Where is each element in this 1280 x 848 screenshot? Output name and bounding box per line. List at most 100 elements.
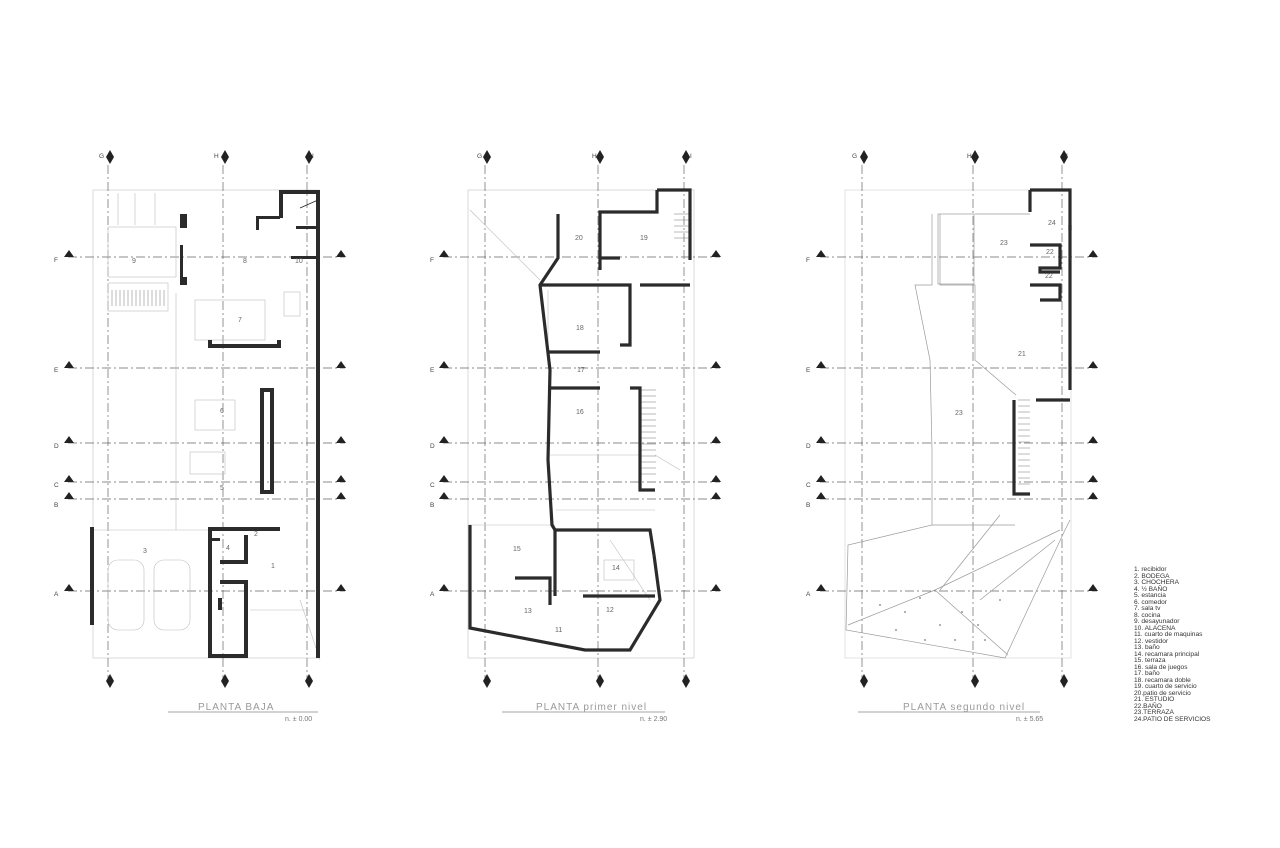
interior-lines [845,213,1071,659]
axis-label-b-3: B [806,502,810,509]
room-number-1: 1 [271,563,275,570]
axis-label-h-1: H [214,153,219,160]
legend-item: 8. cocina [1134,611,1161,619]
room-number-4: 4 [226,545,230,552]
axis-label-d-1: D [54,443,59,450]
plan-planta-baja: 9 8 10 7 6 5 3 4 2 1 PLANTA BAJA n. ± 0.… [64,150,346,723]
legend-item: 10. ALACENA [1134,624,1176,632]
axis-label-h-2: H [592,153,597,160]
legend-item: 3. CHOCHERA [1134,579,1180,586]
axis-label-a-1: A [54,591,59,598]
room-number-11: 11 [555,627,562,634]
legend-item: 12. vestidor [1134,637,1169,645]
legend-item: 5. estancia [1134,592,1166,599]
room-number-24: 24 [1048,220,1056,227]
axis-markers [816,150,1098,688]
legend-item: 23.TERRAZA [1134,709,1174,716]
axis-markers [64,150,346,688]
legend-item: 15. terraza [1134,657,1166,664]
axis-label-a-3: A [806,591,811,598]
room-number-23-main: 23 [955,410,963,417]
axis-label-a-2: A [430,591,435,598]
stair-hatch [1018,399,1030,485]
site-outline [844,189,1072,659]
axes [443,165,720,680]
axis-label-f-1: F [54,257,58,264]
axis-label-g-1: G [99,153,104,160]
room-number-14: 14 [612,565,620,572]
room-number-15: 15 [513,546,521,553]
axis-label-h-3: H [967,153,972,160]
room-number-18: 18 [576,325,584,332]
terrace-dots [879,597,1001,641]
axis-label-c-3: C [806,482,811,489]
legend-item: 16. sala de juegos [1134,663,1188,671]
axis-label-i-2: I [690,153,692,160]
axis-label-e-2: E [430,367,435,374]
interior-lines [468,209,681,601]
legend-item: 4. ½ BAÑO [1134,585,1168,593]
legend-item: 24.PATIO DE SERVICIOS [1134,715,1211,723]
legend-item: 1. recibidor [1134,566,1167,573]
legend-item: 13. baño [1134,644,1160,651]
legend-item: 14. recamara principal [1134,650,1200,658]
plan-title: PLANTA BAJA [198,702,274,713]
room-number-12: 12 [606,607,614,614]
axis-label-c-1: C [54,482,59,489]
axis-label-d-2: D [430,443,435,450]
axis-label-e-1: E [54,367,59,374]
axis-label-f-3: F [806,257,810,264]
room-number-7: 7 [238,317,242,324]
room-number-10: 10 [295,258,303,265]
room-number-23-top: 23 [1000,240,1008,247]
room-number-5: 5 [220,485,224,492]
stair-arrow [299,199,319,209]
room-number-17: 17 [577,367,585,374]
room-number-2: 2 [254,531,258,538]
plan-level: n. ± 0.00 [285,716,312,723]
legend-item: 21. ESTUDIO [1134,696,1175,703]
room-number-22-b: 22 [1045,273,1053,280]
legend-item: 6. comedor [1134,598,1167,606]
axis-label-i-3: I [1066,153,1068,160]
plan-planta-primer-nivel: 20 19 18 17 16 15 14 13 12 11 PLANTA pri… [439,150,721,723]
room-number-9: 9 [132,258,136,265]
legend-item: 19. cuarto de servicio [1134,683,1197,690]
room-number-16: 16 [576,409,584,416]
legend-item: 17. baño [1134,670,1160,677]
axis-label-b-1: B [54,502,58,509]
room-number-22-a: 22 [1046,249,1054,256]
room-number-20: 20 [575,235,583,242]
room-number-8: 8 [243,258,247,265]
axis-label-g-2: G [477,153,482,160]
axis-label-d-3: D [806,443,811,450]
walls [90,190,320,658]
walls [1012,188,1072,496]
legend-item: 7. sala tv [1134,605,1161,612]
plan-level: n. ± 2.90 [640,716,667,723]
stair-hatch [640,213,690,475]
stair-hatch [111,290,165,306]
axes [68,165,345,680]
site-outline [467,189,695,659]
axis-label-f-2: F [430,257,434,264]
room-number-21: 21 [1018,351,1026,358]
plan-title: PLANTA primer nivel [536,702,647,713]
legend-item: 18. recamara doble [1134,676,1191,684]
site-outline [92,189,320,659]
room-number-19: 19 [640,235,648,242]
interior-lines [93,193,321,661]
legend-item: 22.BAÑO [1134,702,1162,710]
axes [820,165,1097,680]
walls [468,188,692,652]
room-number-3: 3 [143,548,147,555]
plan-planta-segundo-nivel: 24 23 22 22 21 23 PLANTA segundo nivel n… [816,150,1098,723]
axis-label-i-1: I [312,153,314,160]
axis-label-g-3: G [852,153,857,160]
axis-label-e-3: E [806,367,811,374]
plan-title: PLANTA segundo nivel [903,702,1025,713]
room-number-13: 13 [524,608,532,615]
legend-item: 11. cuarto de maquinas [1134,631,1203,638]
legend-item: 20.patio de servicio [1134,689,1191,697]
